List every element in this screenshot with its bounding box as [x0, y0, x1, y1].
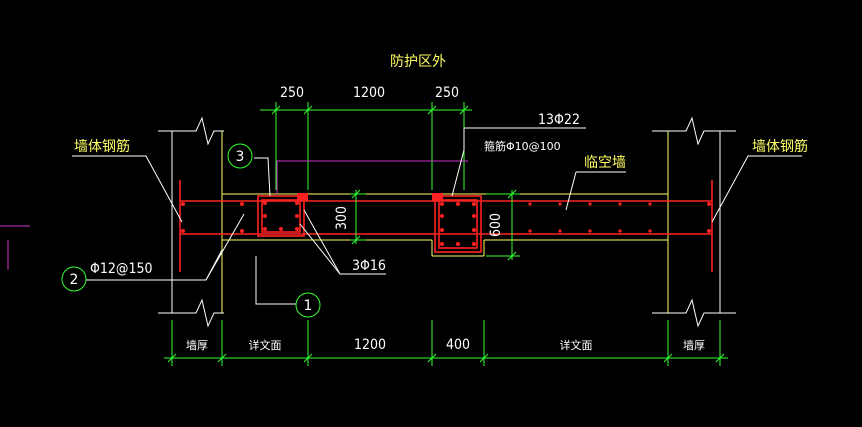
- callout-number-3: 3: [236, 149, 245, 165]
- dim-top-1200: 1200: [353, 85, 385, 101]
- rebar-lines: [179, 180, 713, 272]
- dim-vertical-300: 300: [334, 206, 350, 230]
- dim-vertical-600: 600: [488, 213, 504, 237]
- label-stirrup: 箍筋Φ10@100: [484, 139, 561, 153]
- dim-bottom-wall-thickness-right: 墙厚: [683, 338, 705, 352]
- concrete-outline: [221, 131, 669, 313]
- callout-number-2: 2: [70, 272, 79, 288]
- label-temp-wall: 临空墙: [584, 155, 626, 171]
- drawing-title: 防护区外: [390, 54, 446, 70]
- dim-top-250-left: 250: [280, 85, 304, 101]
- middle-column-cap: [432, 193, 443, 201]
- label-wall-rebar-left: 墙体钢筋: [74, 138, 130, 155]
- bottom-dimension: [164, 320, 728, 366]
- dim-bottom-400: 400: [446, 337, 470, 353]
- callout-circle-2: [61, 266, 87, 292]
- dim-bottom-wall-thickness-left: 墙厚: [186, 338, 208, 352]
- dim-bottom-see-text-right: 详文面: [560, 338, 593, 352]
- leader-lines: [72, 127, 802, 305]
- dim-bottom-1200: 1200: [354, 337, 386, 353]
- rebar-dots: [181, 201, 711, 246]
- top-dimension: [260, 102, 472, 190]
- callout-circle-3: [227, 143, 253, 169]
- callout-number-1: 1: [304, 298, 313, 314]
- protection-boundary-line: [276, 160, 468, 194]
- label-small-bars: 3Φ16: [352, 258, 386, 274]
- dim-top-250-right: 250: [435, 85, 459, 101]
- left-column-cap: [297, 193, 308, 201]
- label-main-bars: 13Φ22: [538, 112, 580, 128]
- wall-outlines: [158, 116, 736, 328]
- label-wall-rebar-right: 墙体钢筋: [752, 138, 808, 155]
- callout-circle-1: [295, 292, 321, 318]
- label-rebar-spacing: Φ12@150: [90, 261, 153, 277]
- dim-bottom-see-text-left: 详文面: [249, 338, 282, 352]
- vertical-dimensions: [350, 189, 520, 261]
